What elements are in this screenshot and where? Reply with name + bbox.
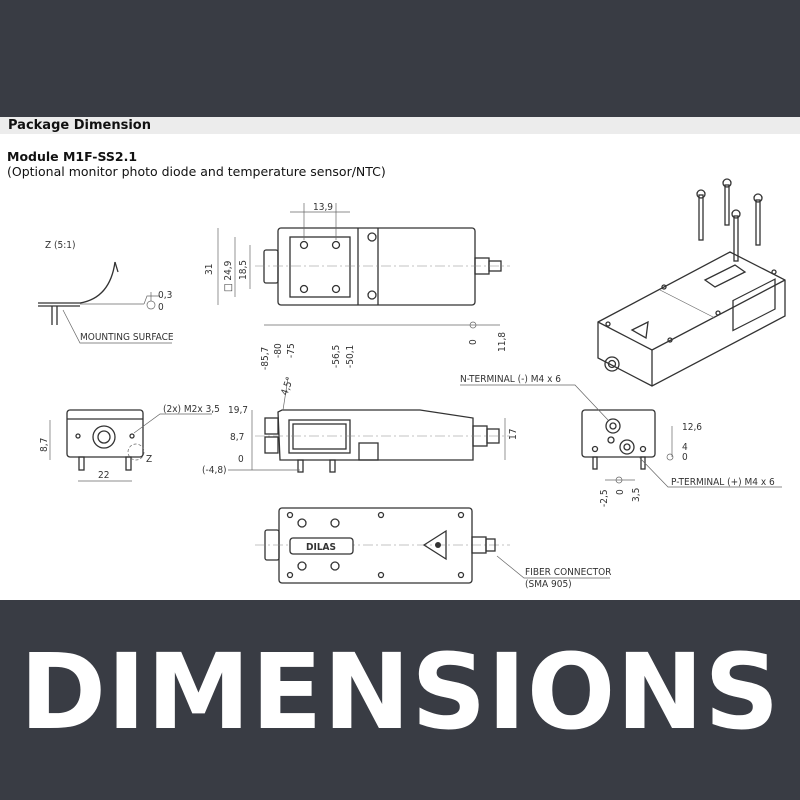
top-view: 13,9 31 □ 24,9 18,5 -85,7 -80 -75 -56,5 … bbox=[204, 202, 510, 370]
dim-17: 17 bbox=[508, 429, 519, 440]
dim-y-label: 12,6 bbox=[682, 422, 702, 433]
dim-x-label: -2,5 bbox=[599, 489, 610, 507]
detail-z: Z (5:1) 0,3 0 MOUNTING SURFACE bbox=[38, 240, 174, 344]
n-terminal-label: N-TERMINAL (-) M4 x 6 bbox=[460, 374, 561, 385]
module-subtitle: (Optional monitor photo diode and temper… bbox=[7, 164, 386, 179]
dim-y-label: 4 bbox=[682, 442, 688, 453]
top-dark-band bbox=[0, 0, 800, 117]
detail-z-tol-upper: 0,3 bbox=[158, 290, 172, 301]
banner-title: DIMENSIONS bbox=[19, 631, 781, 753]
dim-x-label: -50,1 bbox=[345, 345, 356, 368]
dim-13-9: 13,9 bbox=[313, 202, 333, 213]
dim-x-label: 11,8 bbox=[497, 332, 508, 352]
dim-x-label: 3,5 bbox=[631, 488, 642, 502]
dim-31: 31 bbox=[204, 264, 215, 275]
laser-warning-icon bbox=[422, 529, 447, 561]
fiber-connector-label: FIBER CONNECTOR bbox=[525, 567, 611, 578]
bottom-dark-band bbox=[0, 600, 800, 800]
dim-8-7: 8,7 bbox=[39, 438, 50, 452]
dim-x-label: -56,5 bbox=[331, 345, 342, 368]
detail-z-title: Z (5:1) bbox=[45, 240, 76, 251]
dilas-logo: DILAS bbox=[306, 542, 336, 553]
isometric-view bbox=[597, 178, 786, 387]
dim-22: 22 bbox=[98, 470, 109, 481]
module-title: Module M1F-SS2.1 bbox=[7, 149, 138, 164]
front-view: Z 8,7 22 (2x) M2x 3,5 bbox=[39, 404, 220, 482]
dim-x-label: -85,7 bbox=[260, 347, 271, 370]
side-view: 19,7 8,7 0 (-4,8) 17 4,5° bbox=[202, 376, 519, 476]
dim-y-label: 0 bbox=[682, 452, 688, 463]
screw-label: (2x) M2x 3,5 bbox=[163, 404, 220, 415]
fiber-connector-sub: (SMA 905) bbox=[525, 579, 572, 590]
dim-x-label: -75 bbox=[286, 343, 297, 358]
bottom-view: DILAS FIBER CONNECTOR (SMA 905) bbox=[255, 507, 611, 590]
end-view: 12,6 4 0 -2,5 0 3,5 N-TERMINAL (-) M4 x … bbox=[460, 374, 782, 507]
dim-24-9: □ 24,9 bbox=[223, 260, 234, 292]
section-header-bar bbox=[0, 117, 800, 134]
p-terminal-label: P-TERMINAL (+) M4 x 6 bbox=[671, 477, 775, 488]
dim-x-label: 0 bbox=[468, 339, 479, 345]
dim-angle: 4,5° bbox=[279, 376, 296, 397]
detail-z-marker: Z bbox=[146, 454, 152, 465]
dim-y-label: 19,7 bbox=[228, 405, 248, 416]
dim-y-label: 8,7 bbox=[230, 432, 244, 443]
mounting-surface-label: MOUNTING SURFACE bbox=[80, 332, 174, 343]
dim-y-label: 0 bbox=[238, 454, 244, 465]
dim-x-label: -80 bbox=[273, 343, 284, 358]
dim-x-label: 0 bbox=[615, 489, 626, 495]
dim-y-label: (-4,8) bbox=[202, 465, 227, 476]
section-title: Package Dimension bbox=[8, 118, 151, 133]
detail-z-tol-lower: 0 bbox=[158, 302, 164, 313]
dim-18-5: 18,5 bbox=[238, 260, 249, 280]
